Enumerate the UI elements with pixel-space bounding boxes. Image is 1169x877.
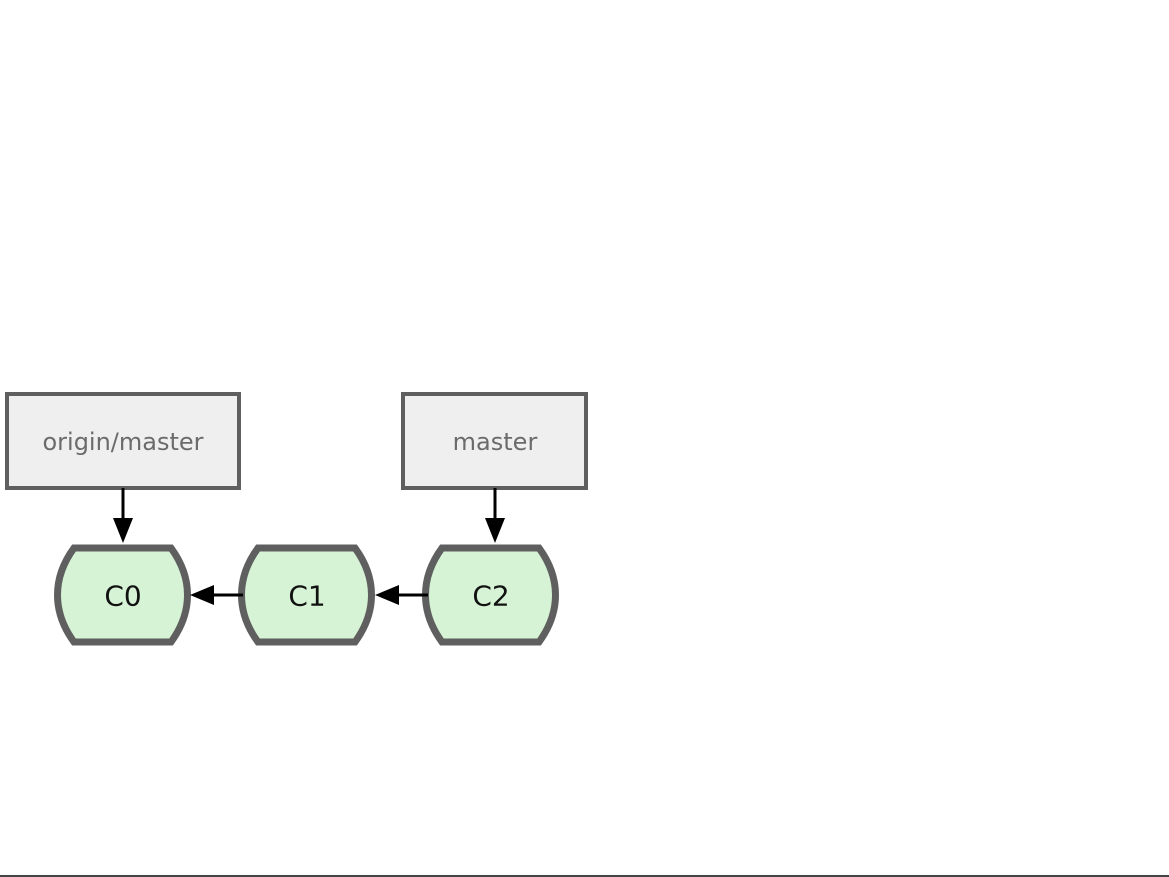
branch-master: master: [401, 392, 588, 490]
arrow-head: [113, 518, 133, 543]
branch-origin-master-label: origin/master: [42, 428, 203, 456]
arrow-c2-to-c1: [375, 585, 428, 605]
commit-c1-shape: [238, 544, 375, 646]
arrow-head: [375, 585, 399, 605]
commit-c0: C0: [54, 544, 191, 646]
arrow-origin-master-to-c0: [113, 488, 133, 543]
arrow-head: [485, 518, 505, 543]
commit-c0-shape: [54, 544, 191, 646]
branch-master-label: master: [453, 428, 538, 456]
branch-master-box: [401, 392, 588, 490]
commit-c1-label: C1: [288, 580, 325, 613]
commit-c2: C2: [422, 544, 559, 646]
arrow-c1-to-c0: [190, 585, 243, 605]
commit-c2-label: C2: [472, 580, 509, 613]
branch-origin-master-box: [5, 392, 241, 490]
arrow-master-to-c2: [485, 488, 505, 543]
commit-c0-label: C0: [104, 580, 141, 613]
branch-origin-master: origin/master: [5, 392, 241, 490]
bottom-border-line: [0, 875, 1169, 877]
commit-c2-shape: [422, 544, 559, 646]
arrow-head: [190, 585, 214, 605]
commit-c1: C1: [238, 544, 375, 646]
